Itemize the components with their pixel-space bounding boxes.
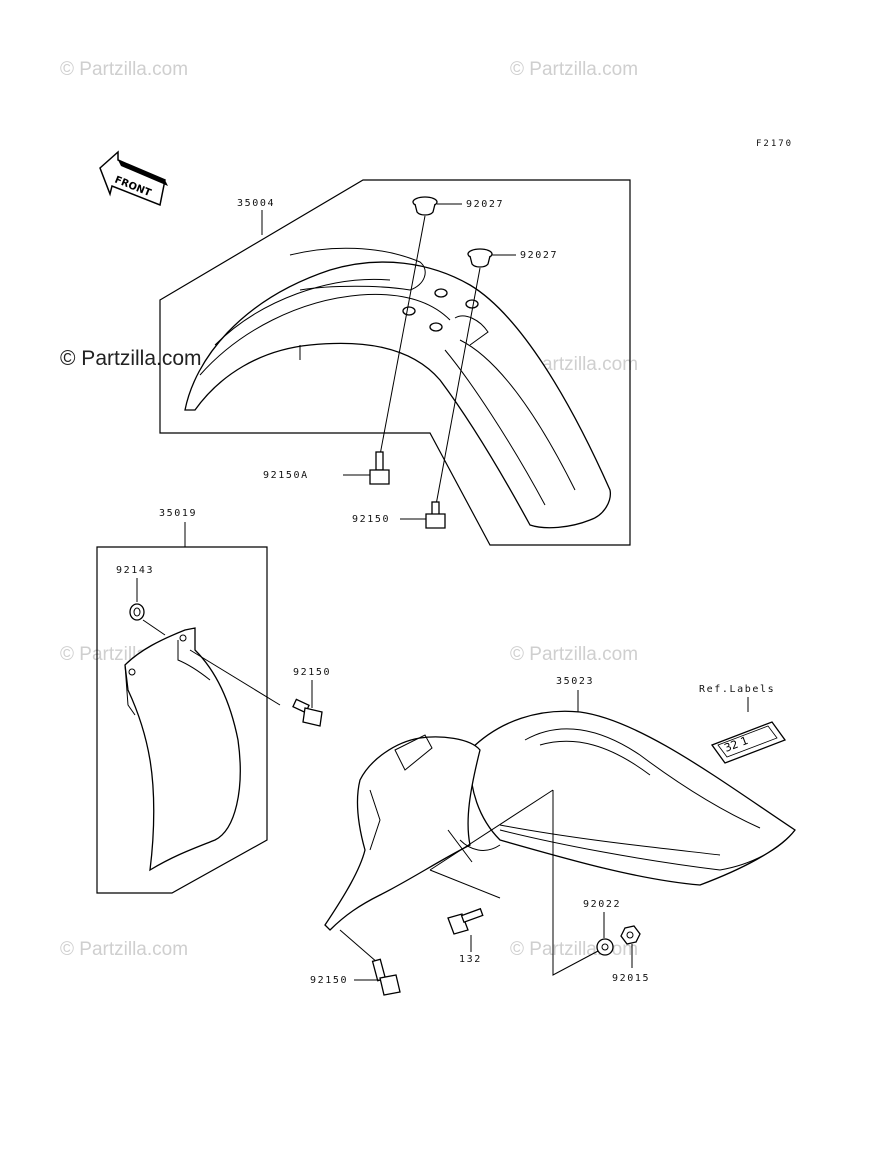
group-box <box>96 546 268 894</box>
part-label-92150-rear[interactable]: 92150 <box>310 975 348 986</box>
mud-guard[interactable] <box>124 627 281 872</box>
part-label-92027b[interactable]: 92027 <box>520 250 558 261</box>
part-label-92015[interactable]: 92015 <box>612 973 650 984</box>
rear-fender-group: 35023 132 92022 <box>310 676 796 996</box>
nut-92015[interactable] <box>620 925 641 945</box>
watermark: © Partzilla.com <box>510 59 638 80</box>
bolt-92150-front[interactable] <box>425 501 446 529</box>
part-label-35023[interactable]: 35023 <box>556 676 594 687</box>
figure-code: F2170 <box>756 139 793 149</box>
part-label-92022[interactable]: 92022 <box>583 899 621 910</box>
grommet-92027a[interactable] <box>379 196 438 456</box>
bolt-92150A[interactable] <box>369 451 390 485</box>
watermark-dark: © Partzilla.com <box>60 347 202 370</box>
bolt-92150-guard[interactable] <box>292 698 323 727</box>
part-label-92150-front[interactable]: 92150 <box>352 514 390 525</box>
front-fender-group: 35004 92027 <box>159 179 631 546</box>
leader-line <box>552 790 601 976</box>
ref-label-decal[interactable]: 32 1 <box>710 721 787 764</box>
leader-line <box>429 789 554 871</box>
part-label-92150A[interactable]: 92150A <box>263 470 309 481</box>
washer-92022[interactable] <box>596 938 614 956</box>
part-label-92027a[interactable]: 92027 <box>466 199 504 210</box>
group-box <box>159 179 631 546</box>
rear-fender[interactable] <box>324 710 796 931</box>
part-label-92150-guard[interactable]: 92150 <box>293 667 331 678</box>
part-label-35019[interactable]: 35019 <box>159 508 197 519</box>
grommet-92027b[interactable] <box>435 248 493 506</box>
watermark: © Partzilla.com <box>60 59 188 80</box>
guard-group: 35019 92143 92150 <box>96 508 331 894</box>
bolt-132[interactable] <box>447 907 484 935</box>
watermark: © Partzilla.com <box>60 939 188 960</box>
watermark: © Partzilla.com <box>510 644 638 665</box>
ref-labels-caption[interactable]: Ref.Labels <box>699 684 775 695</box>
leader-line <box>142 619 166 636</box>
bolt-92150-rear[interactable] <box>371 958 401 996</box>
part-label-132[interactable]: 132 <box>459 954 482 965</box>
part-label-35004[interactable]: 35004 <box>237 198 275 209</box>
part-label-92143[interactable]: 92143 <box>116 565 154 576</box>
watermark: © Partzilla.com <box>510 939 638 960</box>
leader-line <box>429 869 501 899</box>
front-arrow-icon: FRONT <box>99 150 168 207</box>
grommet-92143[interactable] <box>129 603 145 621</box>
leader-line <box>339 929 379 964</box>
front-fender[interactable] <box>184 247 611 529</box>
